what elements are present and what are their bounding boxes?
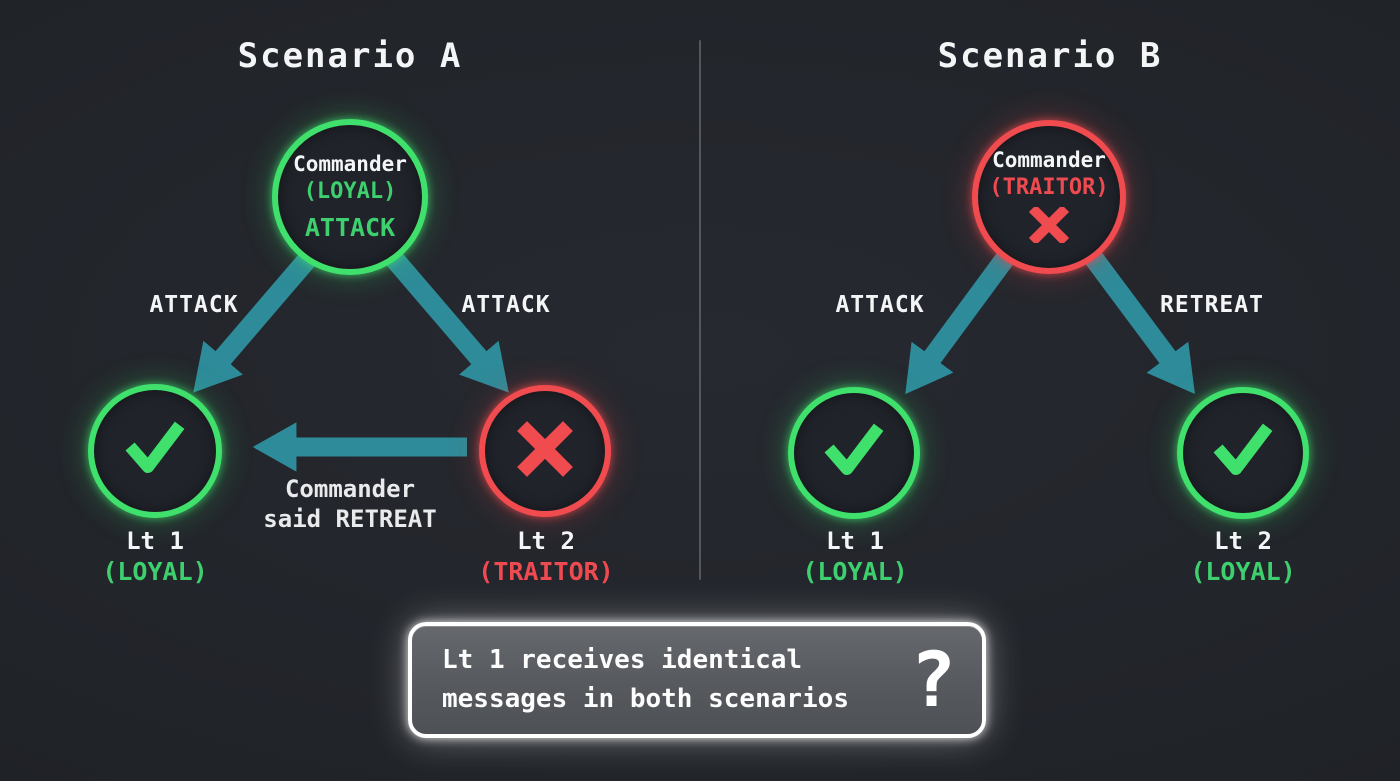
commander-name: Commander (293, 152, 407, 176)
commander-allegiance: (TRAITOR) (989, 174, 1109, 200)
scenario-b-lt1-node (788, 387, 920, 519)
scenario-b-lt2-allegiance: (LOYAL) (1190, 557, 1296, 586)
x-icon (514, 418, 576, 484)
scenario-a-lt2-name: Lt 2 (517, 527, 575, 555)
commander-name: Commander (992, 147, 1106, 172)
scenario-b-message-left-label: ATTACK (835, 292, 925, 318)
identical-messages-callout: Lt 1 receives identical messages in both… (408, 622, 986, 738)
scenario-b-title: Scenario B (937, 36, 1163, 76)
scenario-divider (699, 40, 701, 580)
callout-line2: messages in both scenarios (442, 684, 849, 714)
scenario-a-message-right-label: ATTACK (461, 292, 551, 318)
scenario-a-lt1-node (88, 384, 222, 518)
check-icon (120, 418, 190, 484)
scenario-b-commander-node: Commander (TRAITOR) (972, 120, 1126, 274)
scenario-b-lt1-allegiance: (LOYAL) (802, 557, 908, 586)
scenario-b-lt2-node (1177, 387, 1309, 519)
scenario-a-lt2-allegiance: (TRAITOR) (478, 557, 614, 586)
question-mark: ? (910, 635, 956, 724)
scenario-a-lt1-name: Lt 1 (126, 527, 184, 555)
x-icon (1028, 204, 1070, 247)
scenario-b-lt2-name: Lt 2 (1214, 527, 1272, 555)
scenario-b-lt1-name: Lt 1 (826, 527, 884, 555)
scenario-a-commander-node: Commander (LOYAL) ATTACK (272, 119, 428, 275)
scenario-b-message-right-label: RETREAT (1160, 292, 1264, 318)
check-icon (819, 420, 889, 486)
scenario-a-lt2-node (479, 385, 611, 517)
callout-text: Lt 1 receives identical messages in both… (442, 641, 902, 719)
scenario-a-message-left-label: ATTACK (149, 292, 239, 318)
scenario-a-lt1-allegiance: (LOYAL) (102, 557, 208, 586)
check-icon (1208, 420, 1278, 486)
commander-order: ATTACK (304, 213, 396, 242)
scenario-a-title: Scenario A (237, 36, 463, 76)
commander-allegiance: (LOYAL) (303, 179, 397, 204)
relay-message-line2: said RETREAT (263, 505, 437, 533)
scenario-a-relay-message: Commander said RETREAT (210, 474, 490, 534)
relay-message-line1: Commander (284, 475, 416, 503)
callout-line1: Lt 1 receives identical (442, 645, 803, 675)
